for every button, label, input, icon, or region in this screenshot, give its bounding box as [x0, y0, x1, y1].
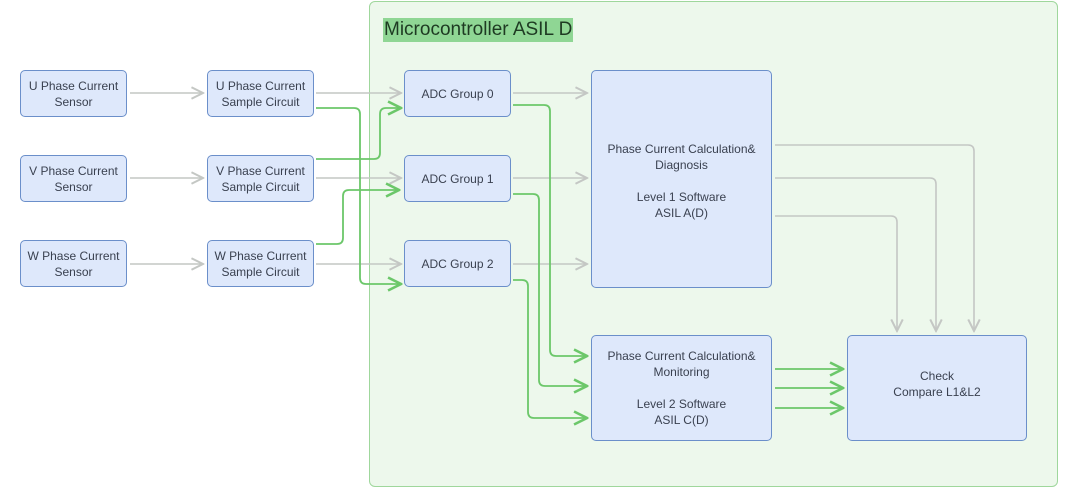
u-phase-current-sample-circuit[interactable]: U Phase Current Sample Circuit [207, 70, 314, 117]
sensor-label-line2: Sensor [54, 179, 93, 194]
microcontroller-title: Microcontroller ASIL D [383, 18, 574, 42]
sample-label-line1: U Phase Current [215, 78, 306, 93]
u-phase-current-sensor[interactable]: U Phase Current Sensor [20, 70, 127, 117]
link-adc1-to-level2 [513, 193, 587, 386]
link-v-sample-to-adc0 [316, 108, 401, 160]
adc-label: ADC Group 0 [421, 86, 494, 101]
level2-asil-label: ASIL C(D) [654, 413, 709, 427]
w-phase-current-sample-circuit[interactable]: W Phase Current Sample Circuit [207, 240, 314, 287]
sample-label-line2: Sample Circuit [221, 264, 300, 279]
sensor-label-line1: U Phase Current [28, 78, 119, 93]
level2-level-label: Level 2 Software [636, 397, 727, 411]
v-phase-current-sample-circuit[interactable]: V Phase Current Sample Circuit [207, 155, 314, 202]
link-adc2-to-level2 [513, 279, 587, 418]
level2-title-line1: Phase Current Calculation& [607, 349, 756, 363]
v-phase-current-sensor[interactable]: V Phase Current Sensor [20, 155, 127, 202]
adc-label: ADC Group 2 [421, 256, 494, 271]
adc-group-2[interactable]: ADC Group 2 [404, 240, 511, 287]
level1-level-label: Level 1 Software [636, 190, 727, 204]
adc-group-0[interactable]: ADC Group 0 [404, 70, 511, 117]
adc-group-1[interactable]: ADC Group 1 [404, 155, 511, 202]
sensor-label-line1: W Phase Current [27, 248, 120, 263]
check-label: Check [919, 369, 954, 383]
adc-label: ADC Group 1 [421, 171, 494, 186]
sensor-label-line1: V Phase Current [29, 163, 118, 178]
sample-label-line1: W Phase Current [214, 248, 307, 263]
sample-label-line2: Sample Circuit [221, 179, 300, 194]
level1-software-block[interactable]: Phase Current Calculation& Diagnosis Lev… [591, 70, 772, 288]
level1-asil-label: ASIL A(D) [655, 206, 708, 220]
sensor-label-line2: Sensor [54, 264, 93, 279]
w-phase-current-sensor[interactable]: W Phase Current Sensor [20, 240, 127, 287]
sensor-label-line2: Sensor [54, 94, 93, 109]
link-adc0-to-level2 [513, 104, 587, 356]
sample-label-line2: Sample Circuit [221, 94, 300, 109]
link-level1-to-check-2 [775, 177, 936, 331]
check-compare-block[interactable]: Check Compare L1&L2 [847, 335, 1027, 441]
compare-label: Compare L1&L2 [893, 385, 981, 399]
level2-title-line2: Monitoring [653, 365, 710, 379]
level1-title-line1: Phase Current Calculation& [607, 142, 756, 156]
link-level1-to-check-1 [775, 144, 974, 331]
level2-software-block[interactable]: Phase Current Calculation& Monitoring Le… [591, 335, 772, 441]
sample-label-line1: V Phase Current [216, 163, 305, 178]
level1-title-line2: Diagnosis [655, 158, 708, 172]
link-u-sample-to-adc2 [316, 107, 401, 284]
link-w-sample-to-adc1 [316, 190, 399, 245]
link-level1-to-check-3 [775, 215, 897, 331]
